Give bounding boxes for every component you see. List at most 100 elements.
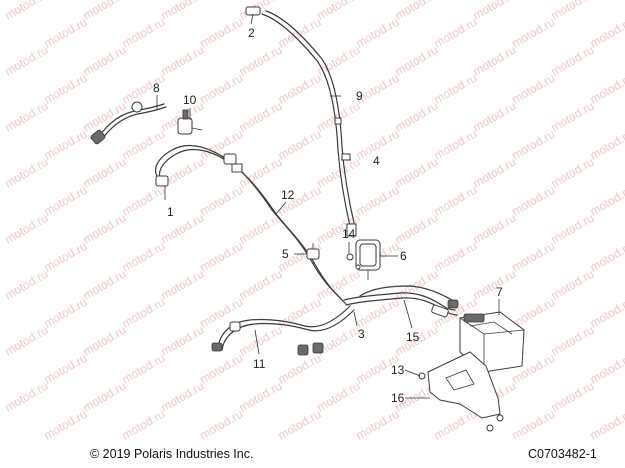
watermark-text: motod.ru bbox=[197, 15, 245, 51]
watermark-text: motod.ru bbox=[470, 43, 518, 79]
callout-9: 9 bbox=[356, 89, 363, 103]
watermark-text: motod.ru bbox=[392, 267, 440, 303]
watermark-text: motod.ru bbox=[275, 407, 323, 443]
watermark-text: motod.ru bbox=[2, 0, 50, 23]
watermark-text: motod.ru bbox=[236, 155, 284, 191]
watermark-text: motod.ru bbox=[41, 183, 89, 219]
watermark-text: motod.ru bbox=[392, 43, 440, 79]
watermark-text: motod.ru bbox=[431, 127, 479, 163]
watermark-text: motod.ru bbox=[509, 127, 557, 163]
leader-lines bbox=[156, 13, 500, 399]
watermark-text: motod.ru bbox=[548, 323, 596, 359]
copyright-notice: © 2019 Polaris Industries Inc. bbox=[90, 447, 254, 461]
watermark-text: motod.ru bbox=[314, 99, 362, 135]
callout-13: 13 bbox=[391, 363, 405, 377]
watermark-text: motod.ru bbox=[41, 71, 89, 107]
watermark-text: motod.ru bbox=[236, 323, 284, 359]
watermark-text: motod.ru bbox=[470, 211, 518, 247]
watermark-text: motod.ru bbox=[2, 43, 50, 79]
watermark-text: motod.ru bbox=[587, 295, 625, 331]
watermark-text: motod.ru bbox=[470, 0, 518, 23]
watermark-text: motod.ru bbox=[158, 43, 206, 79]
watermark-text: motod.ru bbox=[509, 239, 557, 275]
watermark-text: motod.ru bbox=[392, 155, 440, 191]
watermark-text: motod.ru bbox=[275, 71, 323, 107]
watermark-text: motod.ru bbox=[80, 0, 128, 23]
watermark-text: motod.ru bbox=[548, 267, 596, 303]
watermark-text: motod.ru bbox=[470, 99, 518, 135]
watermark-text: motod.ru bbox=[119, 407, 167, 443]
watermark-text: motod.ru bbox=[587, 127, 625, 163]
watermark-text: motod.ru bbox=[41, 127, 89, 163]
watermark-text: motod.ru bbox=[587, 351, 625, 387]
callout-3: 3 bbox=[358, 327, 365, 341]
watermark-text: motod.ru bbox=[119, 183, 167, 219]
watermark-text: motod.ru bbox=[2, 155, 50, 191]
watermark-text: motod.ru bbox=[314, 43, 362, 79]
watermark-text: motod.ru bbox=[236, 379, 284, 415]
hose-end bbox=[346, 223, 357, 237]
callout-4: 4 bbox=[373, 154, 380, 168]
watermark-text: motod.ru bbox=[275, 351, 323, 387]
watermark-text: motod.ru bbox=[80, 211, 128, 247]
watermark-text: motod.ru bbox=[41, 295, 89, 331]
watermark-text: motod.ru bbox=[2, 211, 50, 247]
hose-part-12 bbox=[155, 145, 347, 305]
clamps-lower bbox=[297, 342, 324, 356]
callout-labels: 1 2 3 4 5 6 7 8 9 10 11 12 13 14 15 16 bbox=[153, 26, 503, 405]
watermark-text: motod.ru bbox=[41, 351, 89, 387]
watermark-text: motod.ru bbox=[431, 71, 479, 107]
callout-15: 15 bbox=[406, 330, 420, 344]
watermark-text: motod.ru bbox=[431, 15, 479, 51]
watermark-text: motod.ru bbox=[392, 99, 440, 135]
watermark-text: motod.ru bbox=[548, 99, 596, 135]
watermark-text: motod.ru bbox=[41, 407, 89, 443]
valve-part-10 bbox=[177, 109, 203, 135]
watermark-text: motod.ru bbox=[353, 15, 401, 51]
watermark-text: motod.ru bbox=[41, 15, 89, 51]
filter-part-6 bbox=[346, 239, 381, 280]
watermark-text: motod.ru bbox=[2, 267, 50, 303]
watermark-text: motod.ru bbox=[548, 379, 596, 415]
callout-6: 6 bbox=[400, 249, 407, 263]
watermark-text: motod.ru bbox=[197, 71, 245, 107]
figure-code: C0703482-1 bbox=[528, 447, 597, 461]
watermark-text: motod.ru bbox=[275, 127, 323, 163]
callout-14: 14 bbox=[342, 227, 356, 241]
watermark-text: motod.ru bbox=[587, 239, 625, 275]
watermark-text: motod.ru bbox=[587, 71, 625, 107]
callout-11: 11 bbox=[253, 357, 266, 371]
hose-part-15 bbox=[343, 285, 459, 318]
watermark-text: motod.ru bbox=[509, 183, 557, 219]
watermark-text: motod.ru bbox=[80, 43, 128, 79]
watermark-text: motod.ru bbox=[236, 267, 284, 303]
watermark-text: motod.ru bbox=[2, 323, 50, 359]
watermark-text: motod.ru bbox=[197, 351, 245, 387]
watermark-text: motod.ru bbox=[470, 155, 518, 191]
watermark-text: motod.ru bbox=[392, 0, 440, 23]
watermark-text: motod.ru bbox=[314, 0, 362, 23]
watermark-text: motod.ru bbox=[509, 407, 557, 443]
watermark-text: motod.ru bbox=[119, 15, 167, 51]
watermark-text: motod.ru bbox=[119, 295, 167, 331]
watermark-text: motod.ru bbox=[197, 239, 245, 275]
watermark-text: motod.ru bbox=[119, 239, 167, 275]
watermark-text: motod.ru bbox=[353, 407, 401, 443]
watermark-text: motod.ru bbox=[158, 267, 206, 303]
watermark-text: motod.ru bbox=[2, 99, 50, 135]
callout-7: 7 bbox=[496, 285, 503, 299]
clip-part-2 bbox=[245, 6, 261, 16]
callout-5: 5 bbox=[282, 247, 289, 261]
bracket-part-16 bbox=[418, 351, 504, 432]
screw-part-14 bbox=[346, 253, 354, 261]
watermark-text: motod.ru bbox=[509, 15, 557, 51]
watermark-text: motod.ru bbox=[80, 155, 128, 191]
watermark-text: motod.ru bbox=[41, 239, 89, 275]
watermark-text: motod.ru bbox=[119, 351, 167, 387]
watermark-text: motod.ru bbox=[548, 43, 596, 79]
watermark-text: motod.ru bbox=[158, 379, 206, 415]
callout-8: 8 bbox=[153, 81, 160, 95]
watermark-text: motod.ru bbox=[587, 15, 625, 51]
watermark-text: motod.ru bbox=[80, 379, 128, 415]
